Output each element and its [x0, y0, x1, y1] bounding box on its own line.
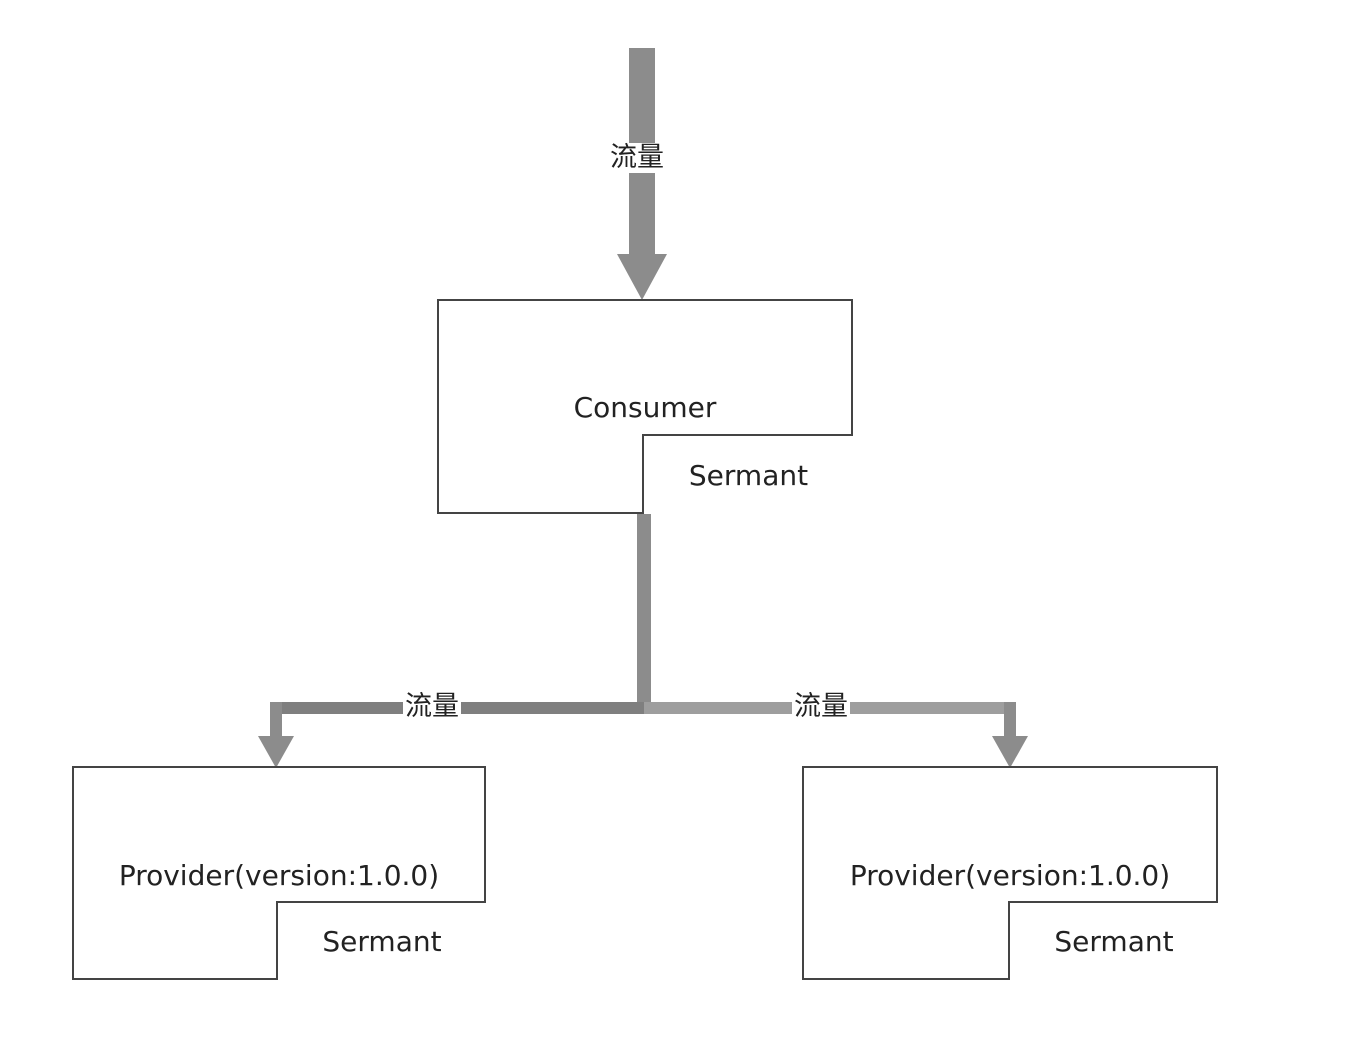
incoming-flow-label: 流量	[608, 142, 666, 173]
consumer-sermant-label: Sermant	[688, 458, 809, 492]
right-branch-drop	[1004, 702, 1016, 740]
provider-left-title: Provider(version:1.0.0)	[118, 859, 440, 892]
right-flow-label: 流量	[792, 691, 850, 722]
left-branch-drop	[270, 702, 282, 740]
right-arrow-head	[992, 736, 1028, 768]
incoming-arrow-head	[617, 254, 667, 300]
left-arrow-head	[258, 736, 294, 768]
left-flow-label: 流量	[403, 691, 461, 722]
provider-box-left: Provider(version:1.0.0) Sermant	[72, 766, 486, 980]
consumer-sermant-box: Sermant	[642, 434, 853, 514]
provider-left-sermant-box: Sermant	[276, 901, 486, 980]
provider-right-title: Provider(version:1.0.0)	[849, 859, 1171, 892]
provider-box-right: Provider(version:1.0.0) Sermant	[802, 766, 1218, 980]
consumer-down-line	[637, 512, 651, 714]
consumer-title: Consumer	[573, 391, 717, 424]
provider-left-sermant-label: Sermant	[322, 925, 442, 958]
consumer-box: Consumer Sermant	[437, 299, 853, 514]
provider-right-sermant-box: Sermant	[1008, 901, 1218, 980]
provider-right-sermant-label: Sermant	[1054, 925, 1174, 958]
